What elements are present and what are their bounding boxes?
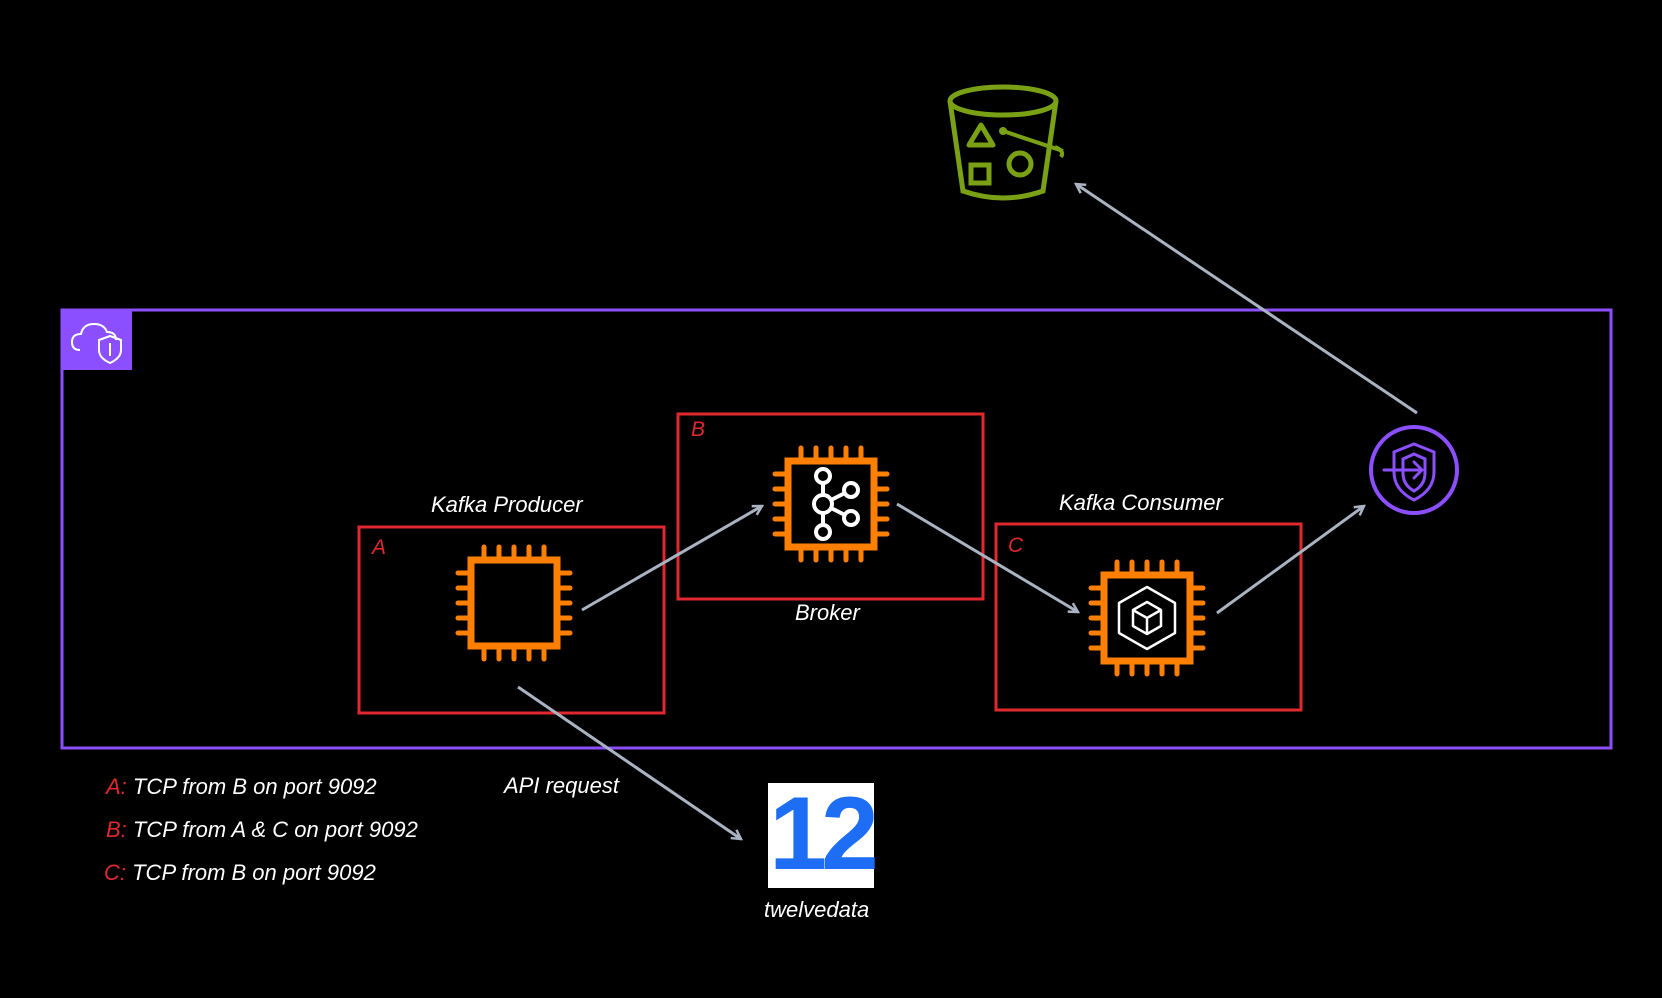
legend-key: B: — [106, 817, 127, 842]
twelvedata-logo: 12 — [768, 776, 881, 892]
broker-label: Broker — [795, 600, 860, 625]
arrow-gateway-to-s3 — [1076, 184, 1418, 415]
arrow-consumer-to-gateway — [1216, 506, 1364, 615]
vpc-container — [60, 308, 1613, 750]
producer-label: Kafka Producer — [431, 492, 583, 517]
consumer-label: Kafka Consumer — [1059, 490, 1223, 515]
legend-key: C: — [104, 860, 126, 885]
legend-row-c: C: TCP from B on port 9092 — [104, 860, 376, 886]
s3-bucket-icon — [947, 84, 1065, 201]
security-group-b-letter: B — [691, 418, 706, 441]
security-group-a-letter: A — [372, 536, 387, 559]
security-group-b — [676, 412, 985, 601]
arrow-producer-to-twelvedata — [517, 685, 741, 839]
legend-key: A: — [106, 774, 127, 799]
twelvedata-label: twelvedata — [764, 897, 870, 922]
legend-row-a: A: TCP from B on port 9092 — [106, 774, 377, 800]
security-group-c-letter: C — [1008, 534, 1024, 557]
kafka-broker-icon — [772, 445, 890, 563]
ec2-instance-package-icon — [1088, 559, 1206, 677]
legend-row-b: B: TCP from A & C on port 9092 — [106, 817, 418, 843]
arrow-broker-to-consumer — [896, 502, 1078, 612]
vpc-endpoint-shield-icon — [1369, 425, 1459, 515]
legend-text: TCP from B on port 9092 — [126, 860, 376, 885]
security-group-c — [994, 522, 1303, 712]
legend-text: TCP from A & C on port 9092 — [126, 817, 418, 842]
vpc-cloud-shield-icon — [62, 310, 132, 370]
legend-text: TCP from B on port 9092 — [126, 774, 377, 799]
api-request-label: API request — [504, 773, 619, 798]
svg-text:12: 12 — [769, 776, 875, 892]
arrow-producer-to-broker — [581, 504, 762, 612]
security-group-a — [357, 525, 666, 715]
ec2-instance-icon — [455, 544, 573, 662]
